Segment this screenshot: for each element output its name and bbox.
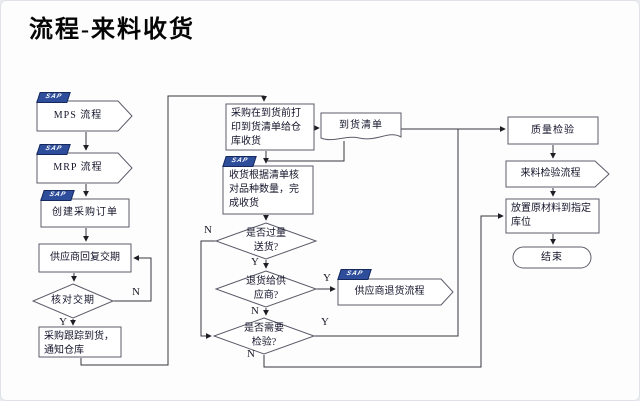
connector-lines [70, 95, 556, 368]
node-arrival-list-doc: 到货清单 [339, 119, 383, 131]
supplier-return-process-shape [337, 278, 454, 306]
place-material-shape [505, 198, 600, 234]
edge-needinspection-yes [314, 129, 459, 337]
incoming-inspection-process-shape [505, 160, 610, 188]
node-quality-inspection: 质量检验 [531, 124, 575, 136]
need-inspection-diamond [212, 317, 316, 355]
receive-check-shape [222, 165, 314, 215]
quality-inspection-shape [507, 116, 599, 145]
node-return-to-supplier: 退货给供应商? [246, 276, 286, 301]
create-po-shape [40, 198, 130, 228]
node-print-arrival-list: 采购在到货前打印到货清单给仓库收货 [231, 108, 301, 147]
node-place-material: 放置原材料到指定库位 [511, 203, 591, 228]
branch-checkdate-no: N [132, 286, 140, 298]
supplier-reply-shape [38, 243, 132, 273]
node-check-delivery-date: 核对交期 [51, 295, 95, 307]
branch-return-yes: Y [323, 272, 331, 284]
branch-checkdate-yes: Y [59, 316, 67, 328]
node-receive-and-check: 收货根据清单核对品种数量，完成收货 [229, 170, 299, 209]
check-date-diamond [31, 283, 115, 319]
end-terminator-shape [512, 246, 592, 269]
return-supplier-diamond [214, 270, 318, 308]
node-mrp: MRP 流程 [53, 162, 103, 174]
node-shapes [31, 100, 610, 358]
edge-checkdate-no-loop [113, 255, 152, 302]
arrival-list-document-shape [320, 112, 402, 141]
node-supplier-reply: 供应商回复交期 [50, 252, 120, 264]
branch-overdelivery-no: N [204, 224, 212, 236]
node-end: 结束 [541, 251, 563, 263]
node-over-delivery: 是否过量送货? [246, 228, 286, 253]
node-track-arrival: 采购跟踪到货，通知仓库 [44, 331, 114, 356]
over-delivery-diamond [214, 222, 318, 260]
mrp-process-shape [36, 152, 133, 184]
page-title: 流程-来料收货 [29, 17, 195, 43]
edge-trackarrival-printlist [80, 95, 267, 366]
node-mps: MPS 流程 [53, 110, 103, 122]
sap-tag-receive-check: SAP [222, 156, 257, 167]
branch-needinspection-yes: Y [321, 316, 329, 328]
node-incoming-inspection-process: 来料检验流程 [520, 168, 581, 180]
print-arrival-list-shape [225, 103, 315, 151]
node-need-inspection: 是否需要检验? [244, 323, 284, 348]
edge-needinspection-no [263, 213, 504, 368]
mps-process-shape [36, 100, 133, 132]
edge-overdelivery-no [200, 240, 216, 339]
branch-overdelivery-yes: Y [251, 256, 259, 268]
branch-return-no: N [251, 305, 259, 317]
track-arrival-shape [38, 326, 122, 358]
branch-needinspection-no: N [247, 348, 255, 360]
node-supplier-return-process: 供应商退货流程 [354, 286, 425, 298]
edge-doc-receivecheck [266, 141, 345, 162]
node-create-po: 创建采购订单 [52, 207, 118, 219]
